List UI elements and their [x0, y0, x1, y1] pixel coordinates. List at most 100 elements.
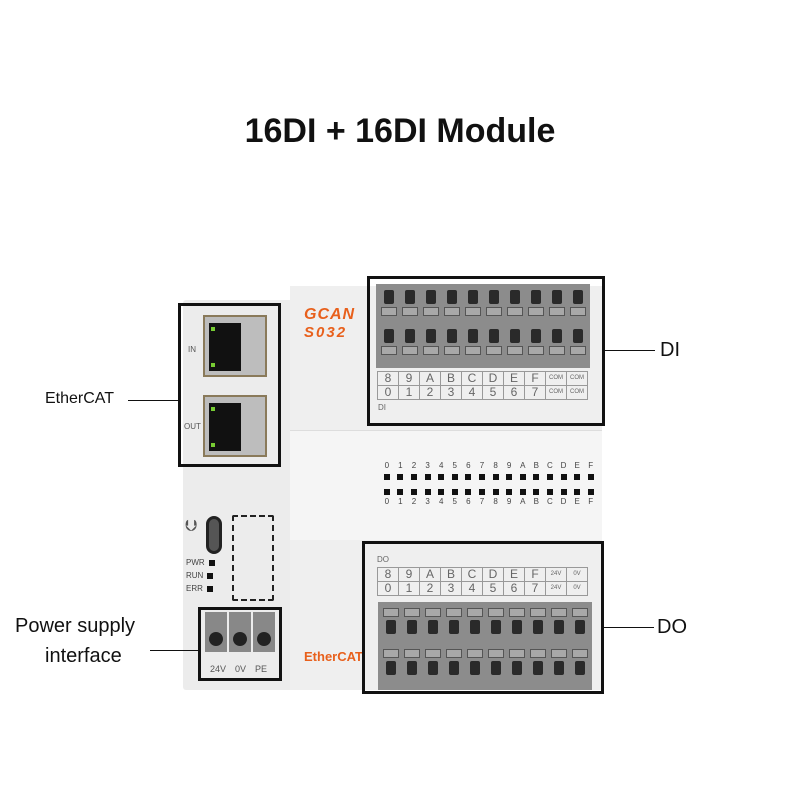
di-terminal-cell — [462, 326, 483, 365]
led-indicator — [574, 474, 581, 480]
wire-hole — [257, 632, 271, 646]
wire-slot — [553, 661, 564, 675]
release-lever[interactable] — [424, 608, 441, 617]
led-row-bottom — [380, 488, 598, 497]
di-terminal-cell — [462, 287, 483, 326]
ethernet-port-out[interactable] — [203, 395, 267, 457]
release-lever[interactable] — [529, 608, 546, 617]
release-lever[interactable] — [380, 307, 397, 316]
channel-led — [475, 488, 489, 497]
release-lever[interactable] — [382, 608, 399, 617]
led-label: 5 — [452, 461, 457, 470]
release-lever[interactable] — [508, 608, 525, 617]
di-terminal-cell — [504, 326, 525, 365]
ethernet-port-in[interactable] — [203, 315, 267, 377]
release-lever[interactable] — [422, 307, 439, 316]
release-lever[interactable] — [445, 649, 462, 658]
wire-slot — [425, 290, 436, 304]
channel-led — [584, 473, 598, 482]
power-terminal[interactable] — [229, 612, 251, 652]
wire-slot — [469, 620, 480, 634]
release-lever[interactable] — [424, 649, 441, 658]
led-indicator — [397, 489, 404, 495]
power-terminal[interactable] — [205, 612, 227, 652]
release-lever[interactable] — [380, 346, 397, 355]
led-label: C — [547, 497, 553, 506]
led-label: 0 — [384, 461, 390, 470]
di-terminal-cell — [441, 326, 462, 365]
release-lever[interactable] — [401, 346, 418, 355]
wire-slot — [469, 661, 480, 675]
led-indicator — [560, 489, 567, 495]
release-lever[interactable] — [529, 649, 546, 658]
wire-slot — [551, 329, 562, 343]
power-highlight-box — [198, 607, 282, 681]
release-lever[interactable] — [485, 307, 502, 316]
release-lever[interactable] — [571, 608, 588, 617]
led-indicator — [383, 489, 390, 495]
release-lever[interactable] — [506, 346, 523, 355]
release-lever[interactable] — [445, 608, 462, 617]
release-lever[interactable] — [403, 608, 420, 617]
release-lever[interactable] — [487, 649, 504, 658]
release-lever[interactable] — [466, 649, 483, 658]
channel-led — [448, 473, 462, 482]
release-lever[interactable] — [464, 307, 481, 316]
do-panel-label: DO — [377, 555, 389, 564]
di-terminal-cell — [420, 287, 441, 326]
power-terminal[interactable] — [253, 612, 275, 652]
release-lever[interactable] — [464, 346, 481, 355]
wire-slot — [448, 661, 459, 675]
release-lever[interactable] — [508, 649, 525, 658]
usb-c-port[interactable] — [206, 516, 222, 554]
do-pin-label: 0V — [566, 567, 588, 582]
release-lever[interactable] — [527, 307, 544, 316]
release-lever[interactable] — [487, 608, 504, 617]
do-terminal-cell — [485, 605, 506, 646]
status-led-label: RUN — [186, 571, 204, 580]
release-lever[interactable] — [571, 649, 588, 658]
led-indicator — [506, 474, 513, 480]
release-lever[interactable] — [401, 307, 418, 316]
led-label: 8 — [493, 497, 498, 506]
port-out-label: OUT — [184, 422, 201, 431]
channel-led — [407, 473, 421, 482]
wire-slot — [574, 620, 585, 634]
release-lever[interactable] — [550, 608, 567, 617]
led-label: 3 — [425, 497, 430, 506]
release-lever[interactable] — [569, 307, 586, 316]
channel-led — [543, 488, 557, 497]
do-terminal-cell — [380, 646, 401, 687]
release-lever[interactable] — [466, 608, 483, 617]
led-indicator — [533, 489, 540, 495]
status-led-label: PWR — [186, 558, 205, 567]
release-lever[interactable] — [443, 346, 460, 355]
channel-led — [516, 488, 530, 497]
wire-slot — [467, 290, 478, 304]
led-indicator — [451, 474, 458, 480]
channel-led — [380, 488, 394, 497]
release-lever[interactable] — [506, 307, 523, 316]
release-lever[interactable] — [422, 346, 439, 355]
do-terminal-cell — [401, 646, 422, 687]
release-lever[interactable] — [569, 346, 586, 355]
release-lever[interactable] — [443, 307, 460, 316]
release-lever[interactable] — [527, 346, 544, 355]
wire-slot — [511, 661, 522, 675]
release-lever[interactable] — [548, 346, 565, 355]
release-lever[interactable] — [550, 649, 567, 658]
do-terminal-cell — [380, 605, 401, 646]
di-pin-label: COM — [545, 385, 567, 400]
channel-led — [462, 473, 476, 482]
release-lever[interactable] — [382, 649, 399, 658]
wire-slot — [572, 329, 583, 343]
channel-led — [489, 488, 503, 497]
release-lever[interactable] — [485, 346, 502, 355]
do-pin-label: 0V — [566, 581, 588, 596]
release-lever[interactable] — [548, 307, 565, 316]
di-terminal-cell — [504, 287, 525, 326]
release-lever[interactable] — [403, 649, 420, 658]
